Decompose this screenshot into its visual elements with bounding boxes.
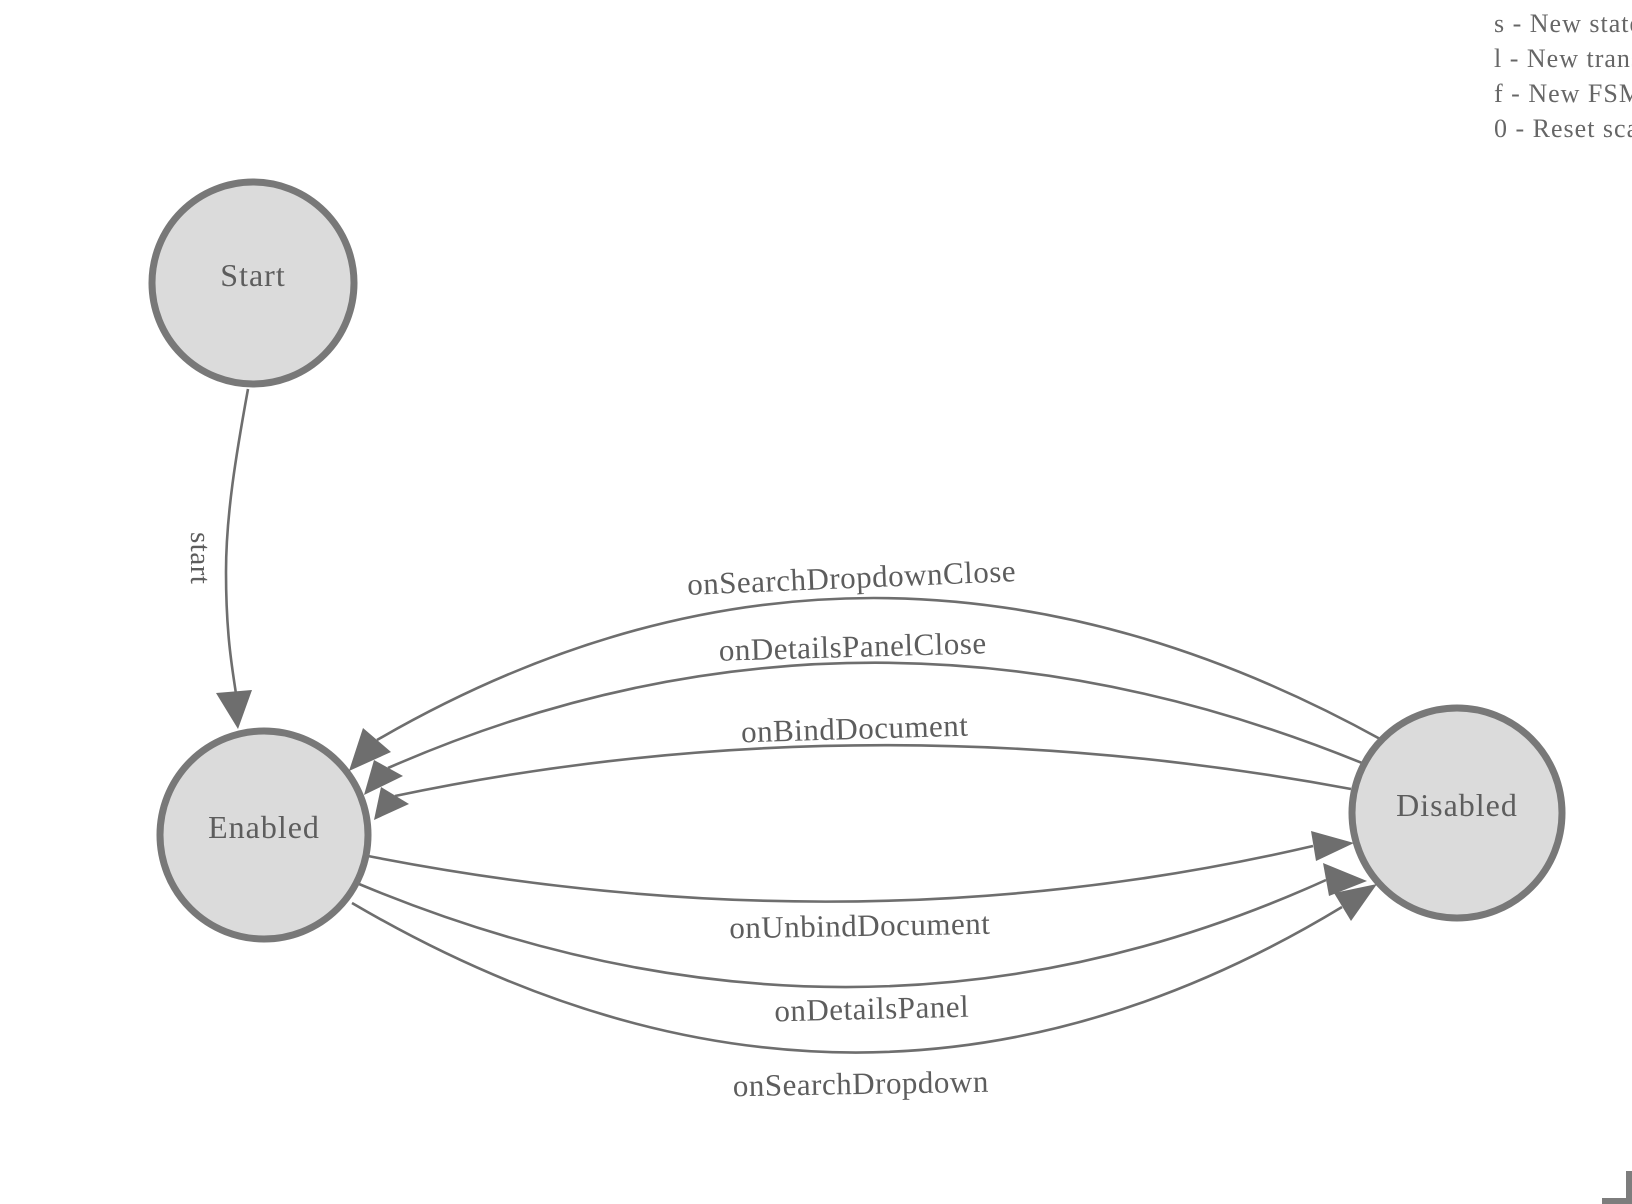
transition-path-onDetailsPanelClose[interactable] <box>387 661 1363 770</box>
state-circle-enabled[interactable] <box>156 727 372 943</box>
arrowhead-icon-onBindDocument <box>374 787 409 820</box>
transition-label-onDetailsPanelClose[interactable]: onDetailsPanelClose <box>718 625 987 667</box>
transition-path-onSearchDropdownClose[interactable] <box>376 596 1383 742</box>
transition-label-onBindDocument[interactable]: onBindDocument <box>741 708 969 750</box>
arrowhead-icon-onUnbindDocument <box>1311 831 1354 861</box>
arrowhead-icon-start <box>216 690 252 729</box>
shortcut-legend: s - New state l - New transition f - New… <box>1494 6 1632 146</box>
transition-path-onSearchDropdown[interactable] <box>351 901 1343 1054</box>
state-label-enabled: Enabled <box>208 809 320 845</box>
legend-line: s - New state <box>1494 9 1632 38</box>
transition-path-start[interactable] <box>224 388 250 695</box>
legend-line: f - New FSM <box>1494 79 1632 108</box>
arrowhead-icon-onSearchDropdownClose <box>349 728 391 771</box>
transition-label-onDetailsPanel[interactable]: onDetailsPanel <box>774 989 969 1029</box>
arrowheads <box>216 690 1377 921</box>
canvas-corner-mark <box>1602 1171 1632 1204</box>
arrowhead-icon-onDetailsPanel <box>1323 863 1367 896</box>
transition-edges <box>224 388 1383 1054</box>
transition-label-start[interactable]: start <box>184 532 216 584</box>
transition-path-onDetailsPanel[interactable] <box>358 878 1327 989</box>
transition-label-onSearchDropdownClose[interactable]: onSearchDropdownClose <box>686 553 1016 602</box>
state-start[interactable]: Start <box>148 178 358 388</box>
state-disabled[interactable]: Disabled <box>1348 704 1566 922</box>
legend-line: 0 - Reset scale <box>1494 114 1632 143</box>
transition-label-onSearchDropdown[interactable]: onSearchDropdown <box>733 1064 990 1103</box>
state-circle-disabled[interactable] <box>1348 704 1566 922</box>
legend-line: l - New transition <box>1494 44 1632 73</box>
state-nodes: Start Enabled Disabled <box>148 178 1566 943</box>
transition-path-onUnbindDocument[interactable] <box>367 844 1314 903</box>
arrowhead-icon-onDetailsPanelClose <box>364 760 403 795</box>
transition-path-onBindDocument[interactable] <box>394 743 1352 798</box>
state-label-disabled: Disabled <box>1396 787 1518 823</box>
state-enabled[interactable]: Enabled <box>156 727 372 943</box>
arrowhead-icon-onSearchDropdown <box>1334 884 1377 921</box>
state-label-start: Start <box>220 257 285 293</box>
state-circle-start[interactable] <box>148 178 358 388</box>
transition-label-onUnbindDocument[interactable]: onUnbindDocument <box>729 906 991 946</box>
